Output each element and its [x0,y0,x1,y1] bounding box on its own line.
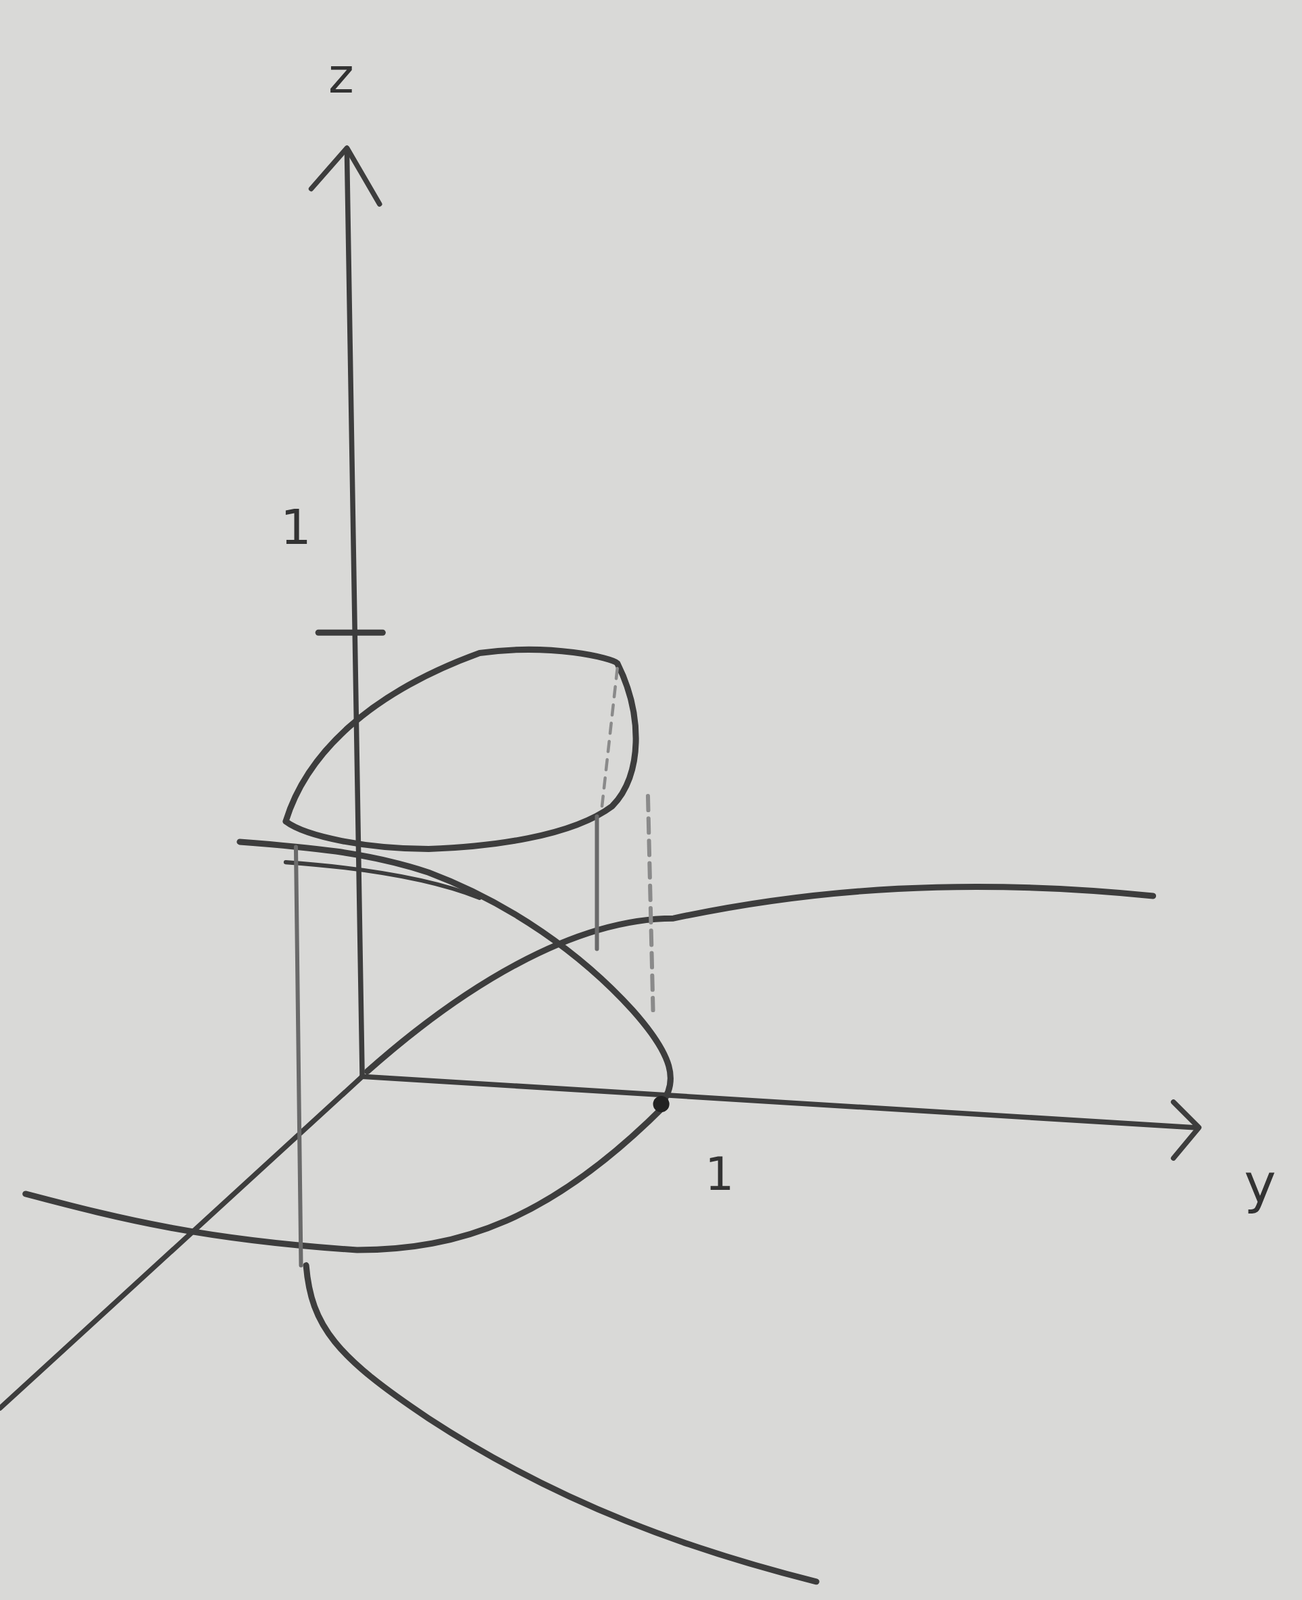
z-axis [346,153,363,1078]
y-arrowhead [1173,1102,1200,1159]
cylinder-edge [602,668,618,807]
surface-curve [367,886,1154,1071]
cylinder-edge [295,846,302,1265]
surface-curve [306,1265,817,1582]
tick-label: 1 [704,1151,734,1198]
tick-label: 1 [280,502,312,552]
cylinder-edge [594,816,599,949]
x-axis [0,1076,363,1409]
y-axis [362,1076,1194,1128]
cylinder-edge [647,795,654,1011]
surface-curve [25,1107,664,1250]
intercept-dot [653,1095,670,1113]
intersection-curve [285,862,480,898]
z-arrowhead [311,147,380,205]
cylinder-top [285,649,636,849]
axis-label: y [1243,1156,1276,1211]
intersection-curve [239,841,671,1105]
z-tick [318,629,383,636]
axis-label: z [328,51,355,100]
